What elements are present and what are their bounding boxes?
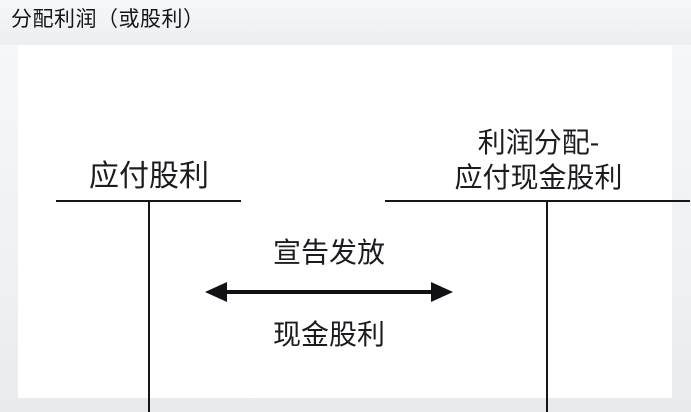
connector-arrow-group: 宣告发放 现金股利 xyxy=(203,235,455,360)
t-account-left-vertical-rule xyxy=(148,202,150,412)
t-account-left-label: 应付股利 xyxy=(89,159,209,194)
header-bar: 分配利润（或股利） xyxy=(0,0,691,45)
t-account-right-label: 利润分配- 应付现金股利 xyxy=(386,125,691,195)
t-account-right-label-line1: 利润分配- xyxy=(477,126,600,159)
t-account-right-horizontal-rule xyxy=(385,200,690,202)
double-headed-arrow-icon xyxy=(205,282,453,302)
page-title: 分配利润（或股利） xyxy=(11,7,205,31)
content-panel: 应付股利 利润分配- 应付现金股利 宣告发放 现金股利 xyxy=(18,45,690,412)
connector-label-below: 现金股利 xyxy=(272,318,385,351)
t-account-right-label-line2: 应付现金股利 xyxy=(454,161,623,194)
t-account-right-vertical-rule xyxy=(546,202,548,412)
t-account-left-horizontal-rule xyxy=(56,200,241,202)
connector-label-above: 宣告发放 xyxy=(272,236,385,269)
